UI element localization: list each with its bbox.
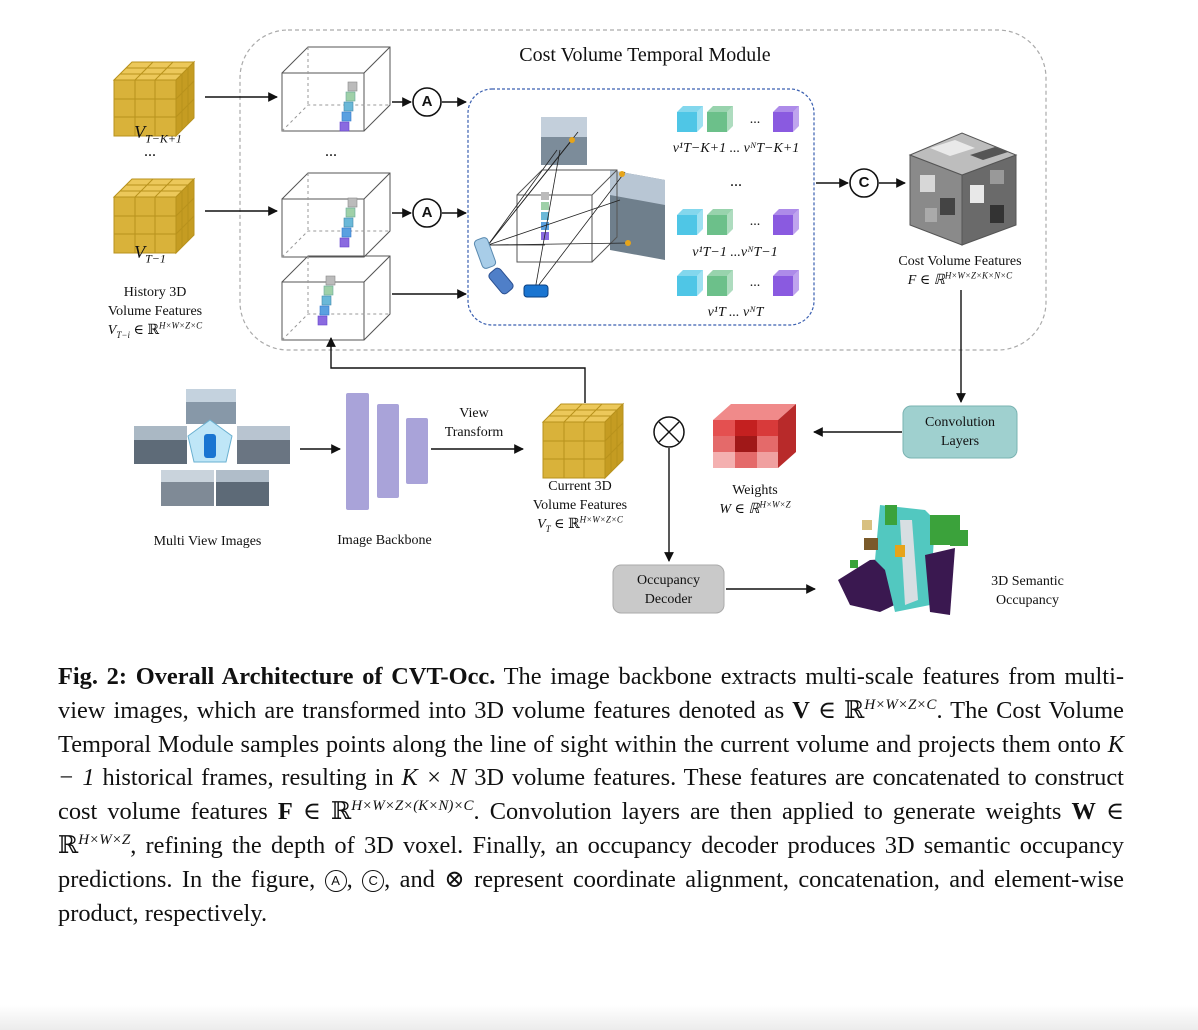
history-top-label: VT−K+1 <box>134 122 182 146</box>
history-box-ellipsis: ... <box>325 143 337 160</box>
multi-view-images <box>134 389 290 506</box>
history-bottom-label: VT−1 <box>134 242 166 266</box>
history-caption: History 3D Volume Features VT−i ∈ ℝH×W×Z… <box>107 285 203 340</box>
occupancy-decoder-label: Occupancy Decoder <box>637 573 700 607</box>
concat-symbol: C <box>858 174 870 191</box>
concat-operator <box>849 168 879 198</box>
car-icon <box>488 267 514 295</box>
sample-cubes-row-1 <box>677 106 799 132</box>
sampling-region <box>467 88 815 326</box>
multi-view-label: Multi View Images <box>153 534 262 549</box>
semantic-occupancy-label: 3D Semantic Occupancy <box>991 574 1064 608</box>
convolution-layers-label: Convolution Layers <box>924 415 995 449</box>
history-volume-box-2 <box>281 172 391 258</box>
architecture-diagram <box>113 29 1047 615</box>
caption-title: Overall Architecture of CVT-Occ. <box>135 663 496 690</box>
current-volume-box <box>281 255 391 341</box>
occupancy-decoder-box <box>612 564 725 614</box>
backbone-label: Image Backbone <box>337 533 432 548</box>
align-symbol-1: A <box>421 93 433 110</box>
current-volume-label: Current 3D Volume Features VT ∈ ℝH×W×Z×C <box>532 479 628 534</box>
module-outline <box>239 29 1047 351</box>
car-icon <box>523 284 549 298</box>
convolution-layers-box <box>902 405 1018 459</box>
cube-ellipsis-1: ... <box>749 112 761 127</box>
align-symbol-2: A <box>421 204 433 221</box>
architecture-figure: Cost Volume Temporal Module VT−K+1 ... V… <box>107 29 1064 615</box>
history-volume-box-1 <box>281 46 391 132</box>
history-ellipsis: ... <box>144 143 156 160</box>
cost-volume-label: Cost Volume Features F ∈ ℝH×W×Z×K×N×C <box>898 254 1022 288</box>
align-operator-1 <box>412 87 442 117</box>
semantic-occupancy-render <box>838 505 968 615</box>
weights-cube <box>713 404 796 468</box>
sample-row-1-label: v¹T−K+1 ... vᴺT−K+1 <box>672 141 800 156</box>
concat-symbol-inline: C <box>362 869 385 892</box>
cost-volume-cube <box>908 132 1018 246</box>
sample-cubes-row-2 <box>677 209 799 235</box>
car-icon <box>473 237 497 269</box>
figure-caption: Fig. 2: Overall Architecture of CVT-Occ.… <box>58 663 1124 927</box>
current-volume-cube <box>542 403 624 479</box>
align-operator-2 <box>412 198 442 228</box>
module-title: Cost Volume Temporal Module <box>519 44 771 66</box>
product-symbol-inline: ⊗ <box>444 865 465 893</box>
caption-label: Fig. 2: <box>58 663 127 690</box>
sample-row-3-label: v¹T ... vᴺT <box>707 305 764 320</box>
cube-ellipsis-2: ... <box>749 214 761 229</box>
sample-cubes-row-3 <box>677 270 799 296</box>
weights-label: Weights W ∈ ℝH×W×Z <box>719 483 791 517</box>
view-transform-label: View Transform <box>444 406 504 440</box>
image-backbone <box>346 393 428 510</box>
cube-ellipsis-3: ... <box>749 275 761 290</box>
rows-ellipsis: ... <box>730 173 742 190</box>
history-cube-bottom <box>113 178 195 254</box>
sample-row-2-label: v¹T−1 ...vᴺT−1 <box>692 245 778 260</box>
page-bottom-edge <box>0 1005 1198 1030</box>
align-symbol-inline: A <box>324 869 347 892</box>
